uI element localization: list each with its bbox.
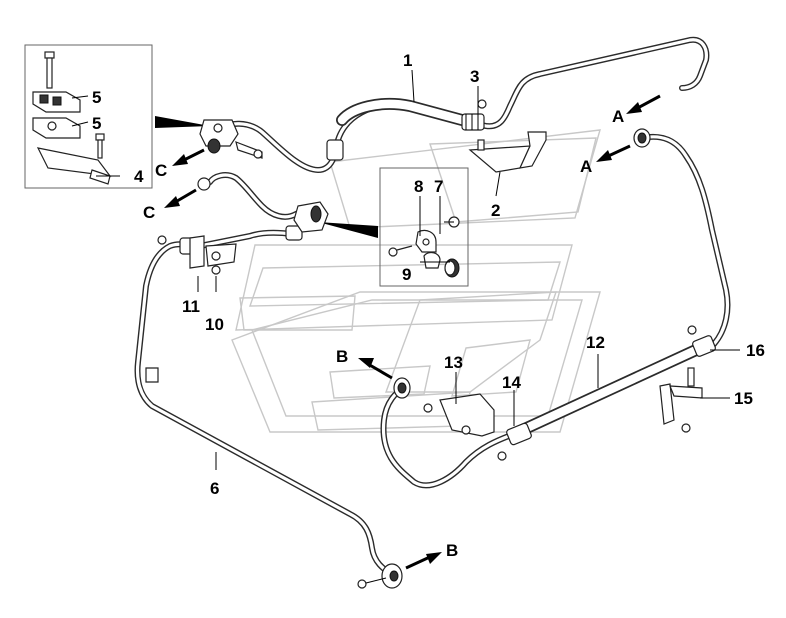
bracket-15: [659, 325, 703, 433]
label-b-mid: B: [336, 347, 348, 366]
connection-arrows: [164, 94, 661, 570]
label-b-bottom: B: [446, 541, 458, 560]
callout-11: 11: [182, 297, 200, 316]
callout-3: 3: [470, 67, 479, 86]
callout-5a: 5: [92, 88, 101, 107]
inset-clamp-7-8-9: [379, 167, 469, 287]
callout-4: 4: [134, 167, 144, 186]
callout-8: 8: [414, 177, 423, 196]
return-line-1: [209, 36, 710, 173]
callout-10: 10: [205, 315, 224, 334]
inset-pointer-lower: [318, 222, 378, 238]
label-a-mid: A: [580, 157, 592, 176]
label-a-top: A: [612, 107, 624, 126]
callout-2: 2: [491, 201, 500, 220]
clamp-10-11: [157, 235, 237, 275]
bracket-2: [468, 99, 547, 173]
line-6-clip: [145, 367, 159, 383]
callout-13: 13: [444, 353, 463, 372]
frame-ghost-outline: [231, 129, 601, 433]
feed-line-6: [134, 172, 393, 575]
label-c-top: C: [155, 161, 167, 180]
inset-pointer-upper: [155, 116, 210, 128]
leader-lines: [71, 69, 740, 470]
line-6-end-fitting: [357, 563, 403, 589]
callout-1: 1: [403, 51, 412, 70]
pressure-line-12: [380, 128, 731, 489]
callout-7: 7: [434, 177, 443, 196]
connection-labels: A A B B C C: [143, 107, 624, 560]
label-c-mid: C: [143, 203, 155, 222]
callout-6: 6: [210, 479, 219, 498]
pump-fitting-upper: [199, 119, 263, 159]
pump-fitting-lower: [293, 201, 329, 233]
callout-5b: 5: [92, 114, 101, 133]
callout-14: 14: [502, 373, 521, 392]
callout-15: 15: [734, 389, 753, 408]
inset-clamp-assembly: [24, 44, 153, 189]
part-callouts: 1 2 3 4 5 5 6 7 8 9 10 11 12 13 14 15 16: [92, 51, 765, 498]
callout-16: 16: [746, 341, 765, 360]
callout-9: 9: [402, 265, 411, 284]
bracket-13-14: [423, 393, 507, 461]
callout-12: 12: [586, 333, 605, 352]
